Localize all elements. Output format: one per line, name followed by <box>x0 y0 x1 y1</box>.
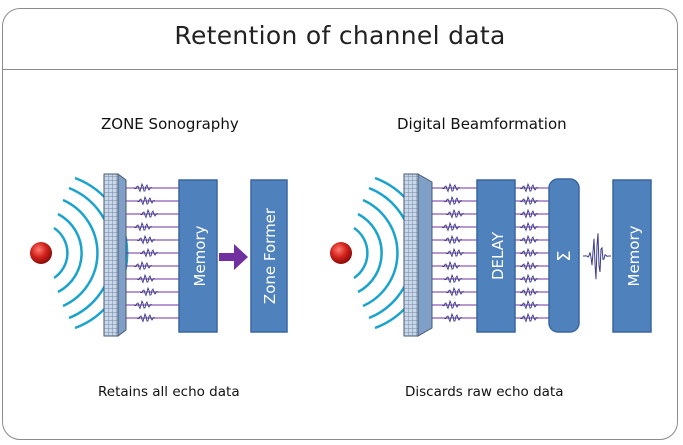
echo-signals-icon <box>133 182 159 323</box>
right-heading: Digital Beamformation <box>397 115 567 133</box>
memory-box-right-label: Memory <box>625 225 643 286</box>
title-divider <box>3 69 677 70</box>
summed-signal-icon <box>582 233 612 280</box>
arrow-icon <box>219 244 248 270</box>
transducer-array-icon <box>403 173 433 337</box>
memory-box-label: Memory <box>191 225 209 286</box>
memory-box-right <box>612 179 652 333</box>
delay-box-label: DELAY <box>489 231 507 280</box>
delay-box <box>476 179 516 333</box>
echo-source-icon <box>330 242 352 264</box>
left-panel: Memory Zone Former <box>30 173 288 337</box>
right-panel: DELAY Σ Memory <box>330 173 652 337</box>
channel-lines <box>126 187 179 319</box>
zone-former-box <box>250 179 288 333</box>
memory-box <box>178 179 218 333</box>
echo-signals-icon <box>441 182 539 323</box>
page-title: Retention of channel data <box>174 21 506 50</box>
left-caption: Retains all echo data <box>98 384 240 400</box>
right-caption: Discards raw echo data <box>405 384 564 400</box>
left-heading: ZONE Sonography <box>101 115 239 133</box>
transducer-array-icon <box>103 173 127 337</box>
echo-source-icon <box>30 242 52 264</box>
zone-former-box-label: Zone Former <box>261 207 279 304</box>
summation-box <box>548 178 580 333</box>
summation-box-label: Σ <box>554 250 575 261</box>
